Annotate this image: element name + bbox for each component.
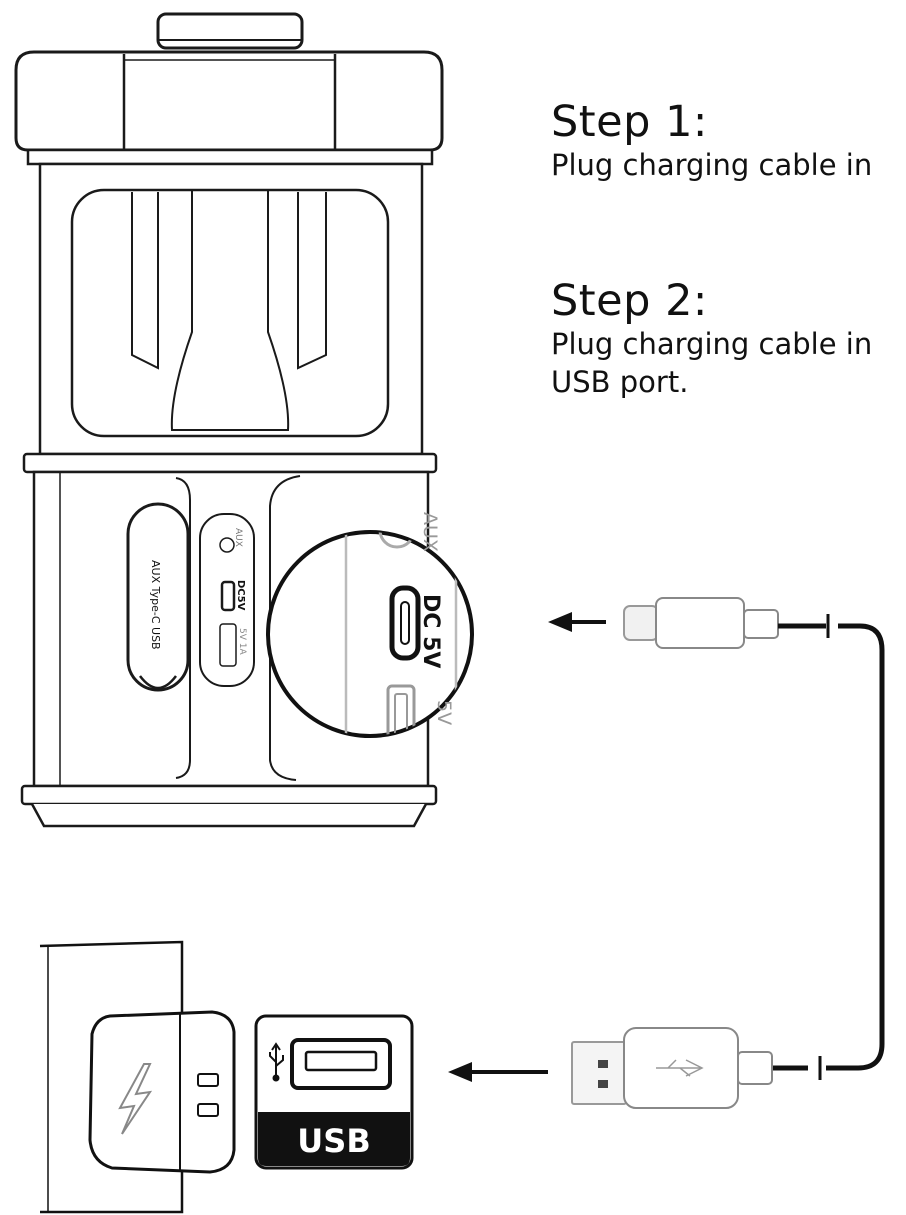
lightning-icon <box>118 1063 153 1135</box>
usb-port-box <box>254 1014 414 1170</box>
zoom-usb-label: 5V <box>433 700 455 725</box>
usb-label: USB <box>297 1122 370 1160</box>
usb-c-plug-icon <box>623 597 779 649</box>
usb-symbol-icon <box>269 1042 284 1082</box>
step-1: Step 1: Plug charging cable in <box>551 98 872 184</box>
zoom-aux-label: AUX <box>419 512 441 552</box>
step-2-title: Step 2: <box>551 276 708 326</box>
small-dc-label: DC5V <box>235 580 246 611</box>
charging-cable <box>448 597 885 1109</box>
step-2: Step 2: Plug charging cable in USB port. <box>551 277 872 401</box>
wall-charger <box>39 940 236 1214</box>
small-aux-label: AUX <box>233 528 243 547</box>
lantern <box>14 12 444 828</box>
step-1-title: Step 1: <box>551 97 708 147</box>
small-usb-label: 5V 1A <box>237 628 247 655</box>
step-2-description-line1: Plug charging cable in <box>551 327 873 361</box>
port-cover-label: AUX Type-C USB <box>149 560 162 650</box>
usb-a-plug-icon <box>571 1027 773 1109</box>
step-1-description: Plug charging cable in <box>551 148 873 182</box>
zoom-dc-label: DC 5V <box>418 594 443 668</box>
step-2-description-line2: USB port. <box>551 365 689 399</box>
